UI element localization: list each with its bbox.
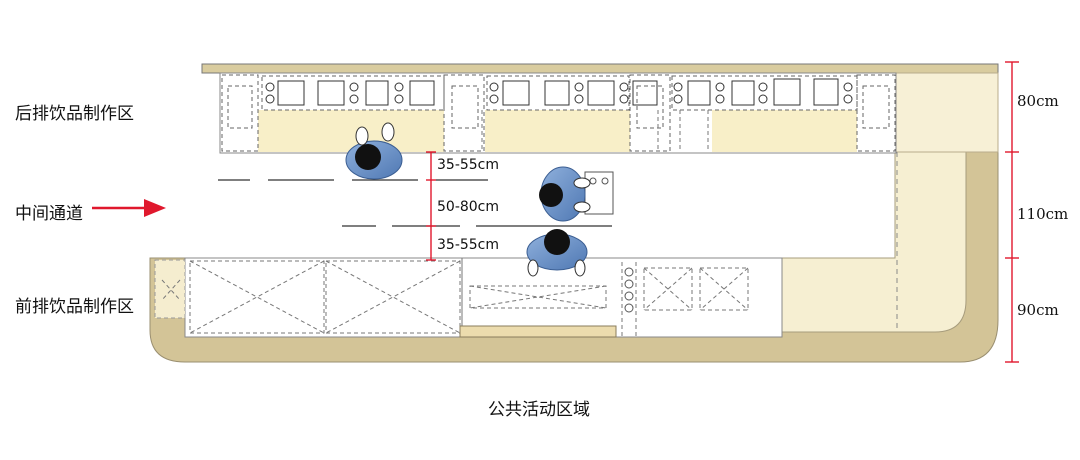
- back-counter-yellow-1: [258, 110, 444, 152]
- back-counter-yellow-3: [712, 110, 857, 152]
- aisle-dim-top: 35-55cm: [437, 157, 500, 173]
- side-dim-aisle: 110cm: [1017, 205, 1069, 223]
- side-dim-front: 90cm: [1017, 301, 1059, 319]
- front-counter-bar-shelf: [459, 325, 617, 338]
- person-aisle-middle: [539, 166, 591, 222]
- front-row-zone-label: 前排饮品制作区: [15, 297, 134, 317]
- person-back-row: [345, 122, 403, 180]
- aisle-dim-bottom: 35-55cm: [437, 237, 500, 253]
- back-counter-yellow-2: [485, 110, 630, 152]
- back-row-zone-label: 后排饮品制作区: [15, 104, 134, 124]
- side-dim-back: 80cm: [1017, 92, 1059, 110]
- aisle-zone-label: 中间通道: [15, 204, 83, 224]
- front-counter: [184, 257, 783, 338]
- public-area-label: 公共活动区域: [488, 400, 590, 420]
- person-front-row: [526, 229, 588, 277]
- back-shelf-strip: [201, 63, 999, 74]
- aisle-arrow-icon: [92, 199, 166, 217]
- side-dimension-line: [1005, 61, 1019, 363]
- aisle-dim-middle: 50-80cm: [437, 199, 500, 215]
- front-counter-left-block: [154, 259, 186, 319]
- right-tall-cabinet: [894, 72, 999, 153]
- aisle-dimension-line: [426, 151, 436, 261]
